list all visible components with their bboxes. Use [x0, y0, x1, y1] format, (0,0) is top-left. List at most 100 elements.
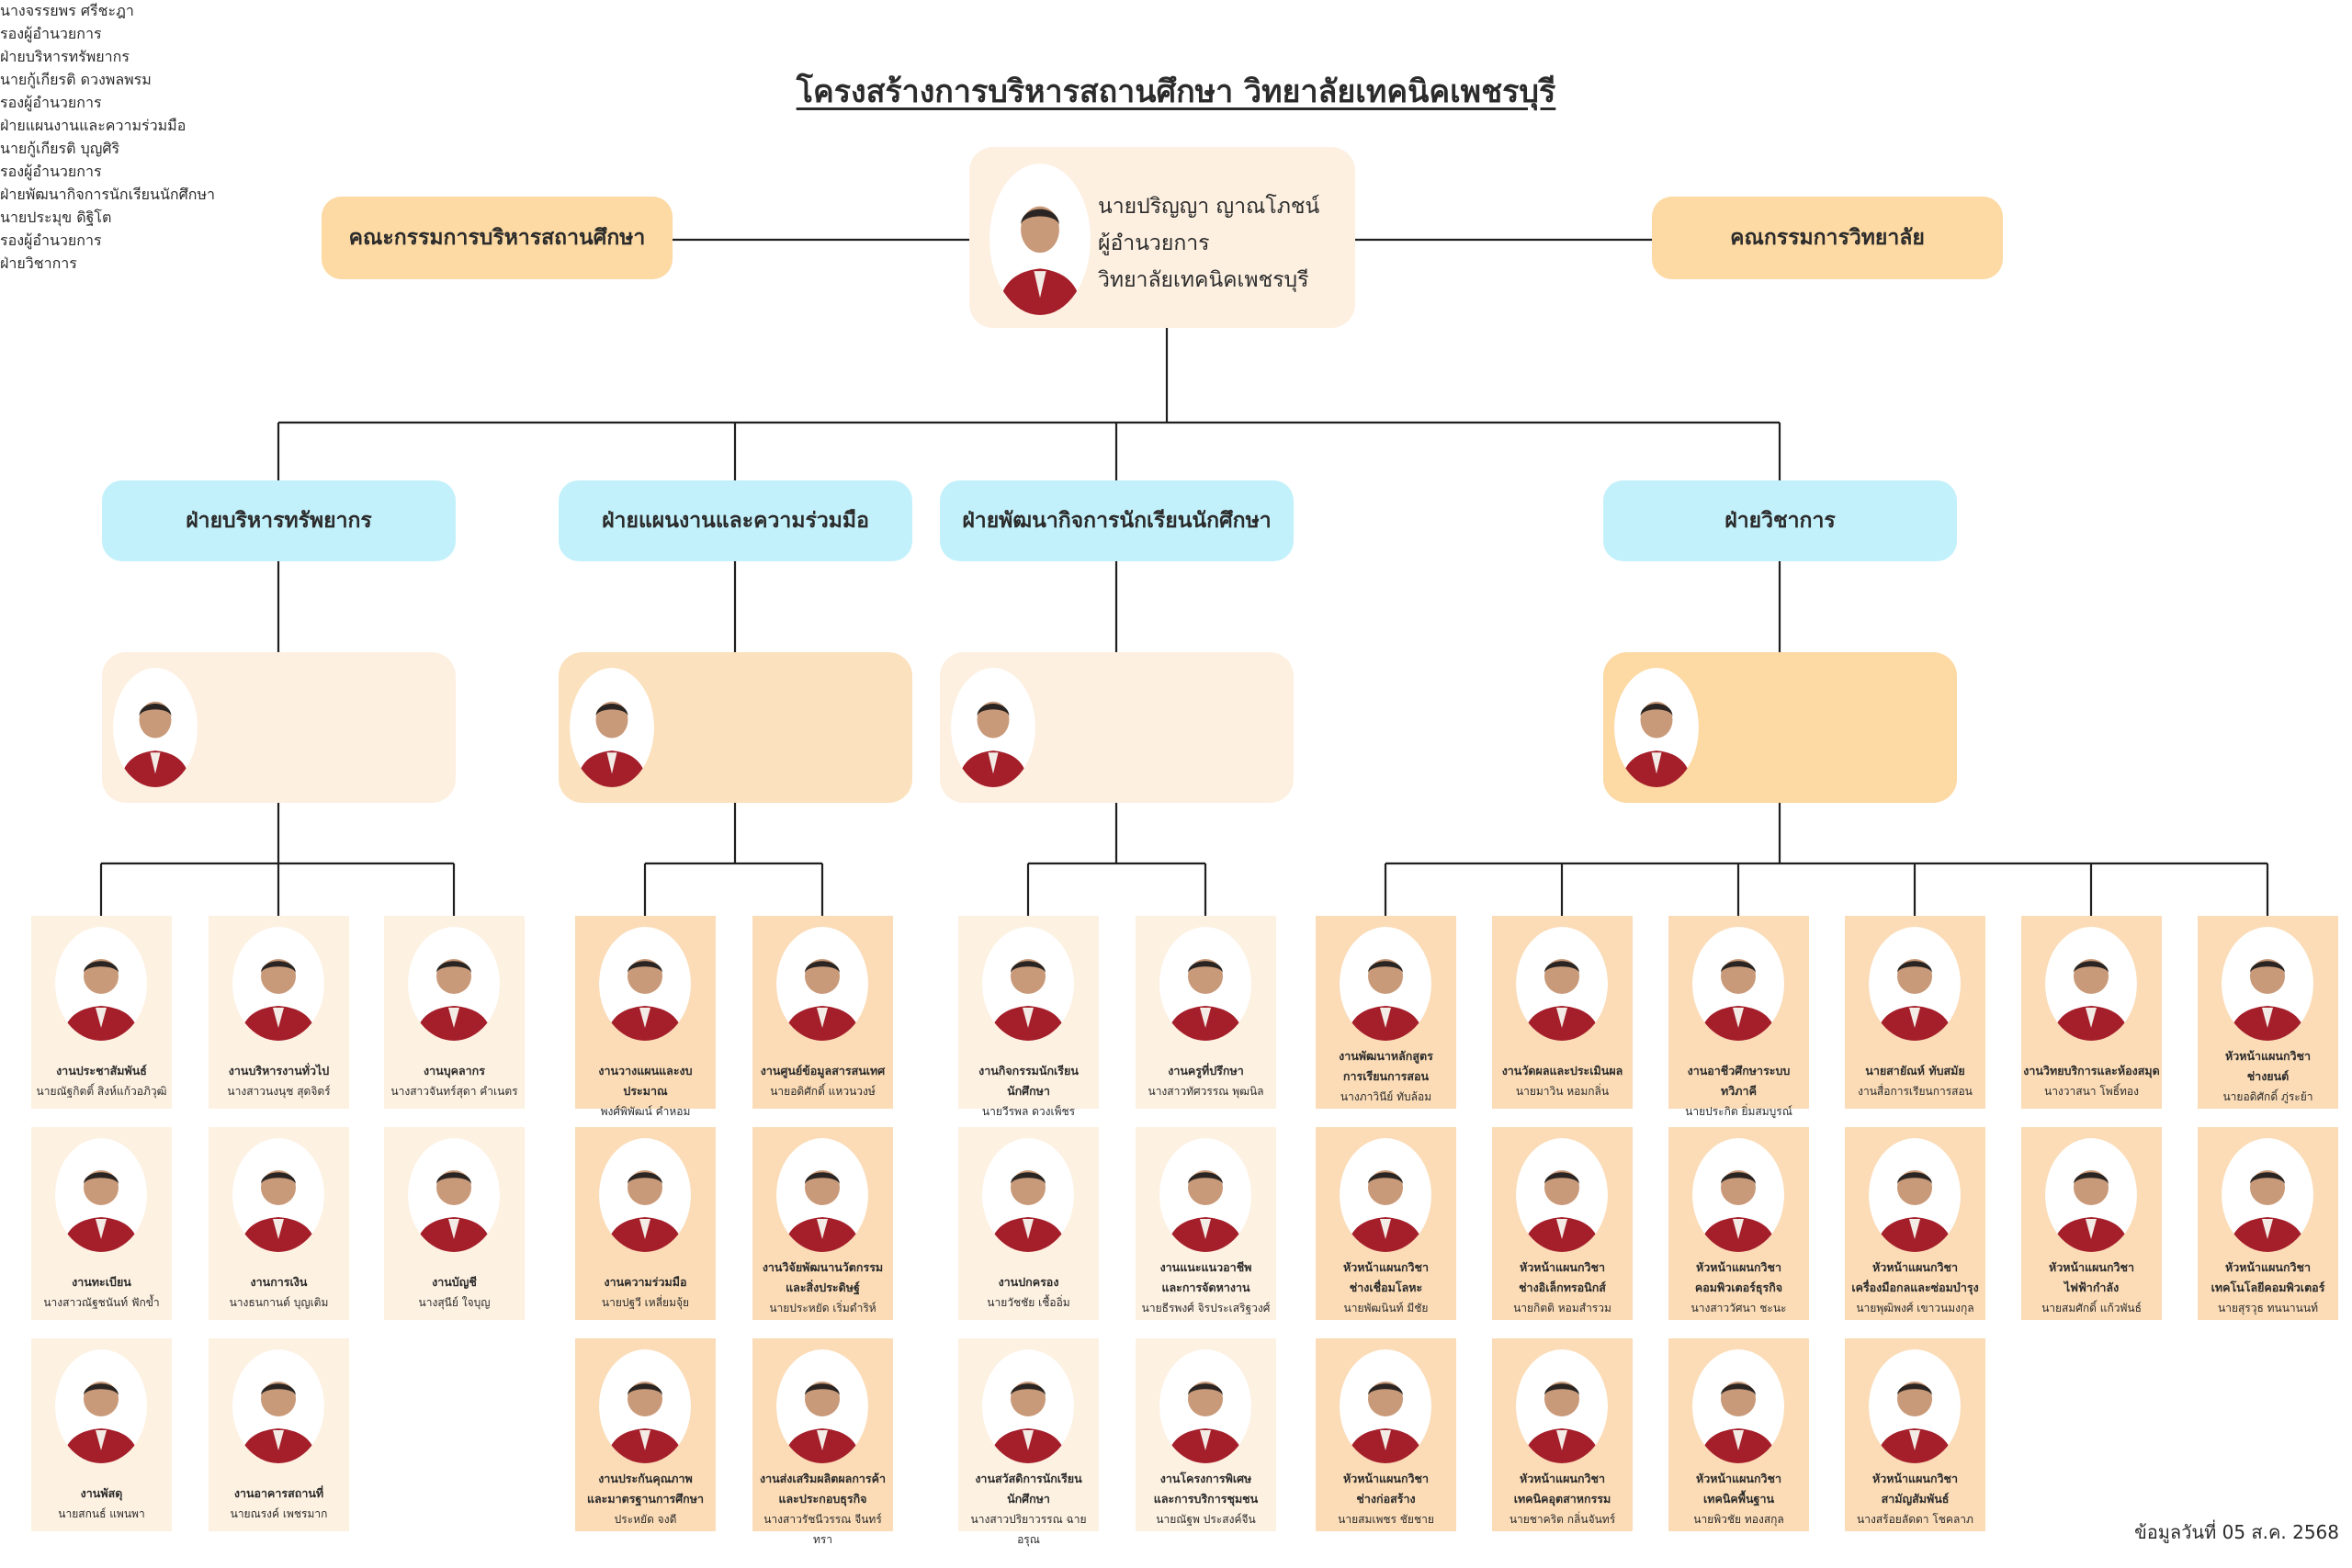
unit-job-title: เทคนิคอุตสาหกรรม [1513, 1492, 1611, 1506]
staff-photo [599, 1349, 691, 1463]
unit-job-title: งานบริหารงานทั่วไป [228, 1064, 330, 1077]
unit-job-title: คอมพิวเตอร์ธุรกิจ [1694, 1280, 1783, 1294]
unit-label: งานสวัสดิการนักเรียนนักศึกษานางสาวปริยาว… [960, 1469, 1097, 1550]
unit-label: งานทะเบียนนางสาวณัฐชนันท์ ฟักข้ำ [33, 1272, 170, 1313]
unit-person-name: นายณัฐกิตติ์ สิงห์แก้วอภิวุฒิ [36, 1085, 167, 1098]
portrait-graphic [2222, 1138, 2313, 1252]
unit-card: งานกิจกรรมนักเรียนนักศึกษานายวีรพล ดวงเพ… [958, 916, 1099, 1118]
portrait-graphic [1516, 1138, 1608, 1252]
staff-photo [1159, 927, 1251, 1041]
committee-right: คณกรรมการวิทยาลัย [1652, 197, 2003, 279]
staff-photo [408, 1138, 500, 1252]
portrait-graphic [599, 1138, 691, 1252]
staff-photo [776, 1138, 868, 1252]
unit-person-name: งานสื่อการเรียนการสอน [1858, 1085, 1973, 1098]
portrait-graphic [776, 1349, 868, 1463]
unit-person-name: ประหยัด จงดี [614, 1513, 677, 1526]
unit-card: งานครูที่ปรึกษานางสาวทัศวรรณ พุฒนิล [1136, 916, 1276, 1109]
deputy-director-position: รองผู้อำนวยการ [0, 25, 102, 42]
unit-job-title: และมาตรฐานการศึกษา [586, 1492, 705, 1506]
portrait-graphic [951, 668, 1035, 787]
portrait-graphic [2045, 1138, 2137, 1252]
staff-photo [776, 1349, 868, 1463]
staff-photo [982, 1138, 1074, 1252]
unit-label: งานวัดผลและประเมินผลนายมาวิน หอมกลิ่น [1494, 1061, 1631, 1101]
unit-job-title: งานวางแผนและงบประมาณ [598, 1064, 693, 1098]
staff-photo [1340, 1349, 1431, 1463]
portrait-graphic [1340, 1138, 1431, 1252]
portrait-graphic [1516, 1349, 1608, 1463]
unit-person-name: นางธนกานต์ บุญเติม [229, 1296, 329, 1309]
unit-job-title: นักศึกษา [1007, 1492, 1050, 1506]
unit-card: งานปกครองนายวัชชัย เชื้ออิ่ม [958, 1127, 1099, 1320]
unit-card: งานโครงการพิเศษและการบริการชุมชนนายณัฐพ … [1136, 1338, 1276, 1531]
staff-photo [1340, 1138, 1431, 1252]
unit-card: งานการเงินนางธนกานต์ บุญเติม [209, 1127, 349, 1320]
unit-card: หัวหน้าแผนกวิชาเทคนิคพื้นฐานนายพิวชัย ทอ… [1668, 1338, 1809, 1531]
portrait-graphic [1692, 1138, 1784, 1252]
staff-photo [1516, 1349, 1608, 1463]
portrait-graphic [1692, 927, 1784, 1041]
unit-card: งานวางแผนและงบประมาณพงศ์พิพัฒน์ คำหอม [575, 916, 716, 1118]
unit-label: หัวหน้าแผนกวิชาไฟฟ้ากำลังนายสมศักดิ์ แก้… [2023, 1258, 2160, 1318]
unit-person-name: นายพิวชัย ทองสกุล [1693, 1513, 1784, 1526]
deputy-director-photo [1614, 668, 1699, 787]
unit-job-title: และการจัดหางาน [1161, 1280, 1250, 1294]
unit-card: งานความร่วมมือนายปฐวี เหลี่ยมจุ้ย [575, 1127, 716, 1320]
deputy-director-position: รองผู้อำนวยการ [0, 94, 102, 111]
unit-label: งานพัฒนาหลักสูตรการเรียนการสอนนางภาวินีย… [1317, 1046, 1454, 1107]
unit-job-title: หัวหน้าแผนกวิชา [1342, 1260, 1430, 1274]
unit-job-title: งานอาชีวศึกษาระบบทวิภาคี [1687, 1064, 1791, 1098]
unit-job-title: งานครูที่ปรึกษา [1168, 1064, 1244, 1077]
staff-photo [408, 927, 500, 1041]
unit-job-title: งานประกันคุณภาพ [598, 1472, 693, 1485]
unit-label: หัวหน้าแผนกวิชาสามัญสัมพันธ์นางสร้อยลัดด… [1847, 1469, 1984, 1529]
deputy-director-photo [570, 668, 654, 787]
unit-label: งานครูที่ปรึกษานางสาวทัศวรรณ พุฒนิล [1137, 1061, 1274, 1101]
unit-label: งานความร่วมมือนายปฐวี เหลี่ยมจุ้ย [577, 1272, 714, 1313]
director-photo [989, 164, 1091, 315]
portrait-graphic [1340, 927, 1431, 1041]
unit-label: งานวางแผนและงบประมาณพงศ์พิพัฒน์ คำหอม [577, 1061, 714, 1122]
unit-job-title: เทคโนโลยีคอมพิวเตอร์ [2211, 1280, 2325, 1294]
unit-person-name: นางภาวินีย์ ทับล้อม [1340, 1090, 1432, 1103]
portrait-graphic [982, 927, 1074, 1041]
department-box: ฝ่ายพัฒนากิจการนักเรียนนักศึกษา [940, 480, 1294, 561]
unit-person-name: นางสาวณัฐชนันท์ ฟักข้ำ [43, 1296, 160, 1309]
unit-job-title: หัวหน้าแผนกวิชา [2224, 1260, 2312, 1274]
unit-card: หัวหน้าแผนกวิชาช่างก่อสร้างนายสมเพชร ชัย… [1316, 1338, 1456, 1531]
unit-job-title: งานทะเบียน [72, 1275, 131, 1289]
unit-job-title: หัวหน้าแผนกวิชา [1695, 1472, 1782, 1485]
unit-person-name: นางสุนีย์ ใจบุญ [418, 1296, 491, 1309]
unit-person-name: นางสร้อยลัดดา โชคลาภ [1857, 1513, 1973, 1526]
unit-job-title: งานปกครอง [998, 1275, 1059, 1289]
deputy-director-unit: ฝ่ายแผนงานและความร่วมมือ [0, 117, 187, 134]
deputy-director-position: รองผู้อำนวยการ [0, 163, 102, 180]
unit-label: งานพัสดุนายสกนธ์ แพนพา [33, 1483, 170, 1524]
portrait-graphic [1692, 1349, 1784, 1463]
unit-job-title: หัวหน้าแผนกวิชา [1695, 1260, 1782, 1274]
staff-photo [1159, 1349, 1251, 1463]
unit-person-name: นางสาวปริยาวรรณ ฉายอรุณ [970, 1513, 1087, 1546]
unit-card: งานทะเบียนนางสาวณัฐชนันท์ ฟักข้ำ [31, 1127, 172, 1320]
deputy-director-unit: ฝ่ายวิชาการ [0, 254, 77, 272]
staff-photo [1516, 927, 1608, 1041]
portrait-graphic [1869, 1138, 1961, 1252]
department-box: ฝ่ายวิชาการ [1603, 480, 1957, 561]
unit-job-title: งานวิทยบริการและห้องสมุด [2023, 1064, 2160, 1077]
unit-job-title: หัวหน้าแผนกวิชา [2048, 1260, 2135, 1274]
deputy-director-name: นายกู้เกียรติ บุญศิริ [0, 140, 120, 157]
unit-person-name: นางสาวรัชนีวรรณ จีนทร์ทรา [763, 1513, 882, 1546]
portrait-graphic [232, 1349, 324, 1463]
director-name: นายปริญญา ญาณโภชน์ [1098, 195, 1320, 219]
unit-person-name: นายณัฐพ ประสงค์จีน [1156, 1513, 1256, 1526]
staff-photo [982, 927, 1074, 1041]
unit-card: งานวิจัยพัฒนานวัตกรรมและสิ่งประดิษฐ์นายป… [752, 1127, 893, 1320]
director-org: วิทยาลัยเทคนิคเพชรบุรี [1098, 268, 1309, 292]
unit-label: งานวิจัยพัฒนานวัตกรรมและสิ่งประดิษฐ์นายป… [754, 1258, 891, 1318]
unit-person-name: นายประกิต ยิ่มสมบูรณ์ [1685, 1105, 1792, 1118]
unit-job-title: งานประชาสัมพันธ์ [56, 1064, 147, 1077]
portrait-graphic [1159, 1349, 1251, 1463]
portrait-graphic [1869, 927, 1961, 1041]
staff-photo [1692, 1138, 1784, 1252]
